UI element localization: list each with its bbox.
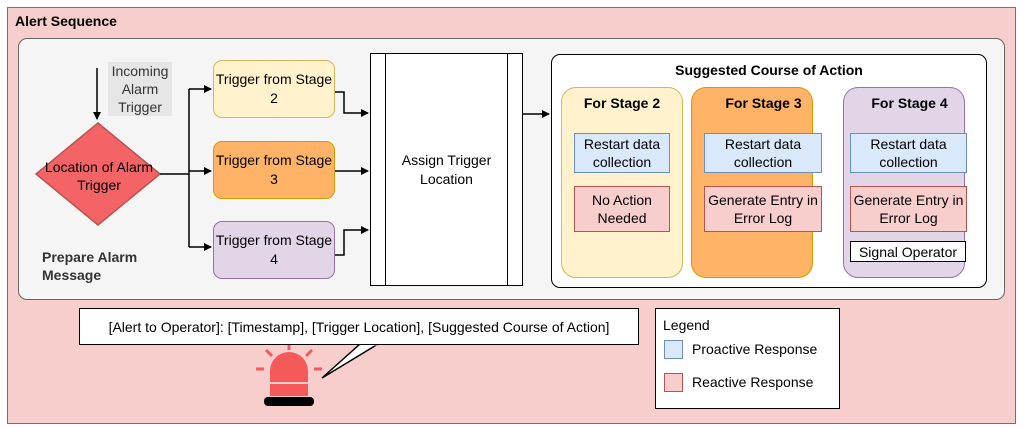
trigger-stage-2: Trigger from Stage 2 [213,60,335,118]
arrow-trigger2-assign [335,91,369,117]
decision-diamond [34,122,162,226]
stage-4-reactive: Generate Entry in Error Log [850,186,967,232]
process-bar-left [385,54,386,285]
legend-box [655,308,840,409]
stage-2-title: For Stage 2 [583,95,661,111]
prepare-alarm-label: Prepare Alarm Message [42,249,138,283]
alert-message-bubble: [Alert to Operator]: [Timestamp], [Trigg… [79,308,639,345]
legend-swatch-reactive [664,373,683,392]
stage-3-reactive: Generate Entry in Error Log [704,186,822,232]
decision-diamond-label: Location of Alarm Trigger [44,159,154,193]
process-bar-right [507,54,508,285]
legend-title: Legend [663,317,710,333]
trigger-stage-4: Trigger from Stage 4 [213,221,335,279]
alert-sequence-title: Alert Sequence [15,13,117,29]
legend-swatch-proactive [664,340,683,359]
stage-2-box [561,87,683,278]
alarm-light-icon [256,342,322,406]
legend-label-reactive: Reactive Response [692,374,814,390]
stage-3-proactive: Restart data collection [704,133,822,173]
assign-trigger-location: Assign Trigger Location [370,53,523,286]
signal-operator-box: Signal Operator [850,241,966,262]
stage-2-proactive: Restart data collection [574,133,670,173]
assign-trigger-label: Assign Trigger Location [401,151,492,187]
arrow-trigger4-assign [335,226,369,256]
stage-3-title: For Stage 3 [725,95,802,111]
course-of-action-title: Suggested Course of Action [675,62,863,78]
incoming-alarm-label: Incoming Alarm Trigger [108,62,172,116]
stage-2-reactive: No Action Needed [574,186,670,232]
stage-3-box [691,87,813,278]
legend-label-proactive: Proactive Response [692,341,818,357]
stage-4-title: For Stage 4 [871,95,948,111]
stage-4-proactive: Restart data collection [850,133,967,173]
speech-bubble-tail [321,343,381,379]
trigger-stage-3: Trigger from Stage 3 [213,141,335,199]
